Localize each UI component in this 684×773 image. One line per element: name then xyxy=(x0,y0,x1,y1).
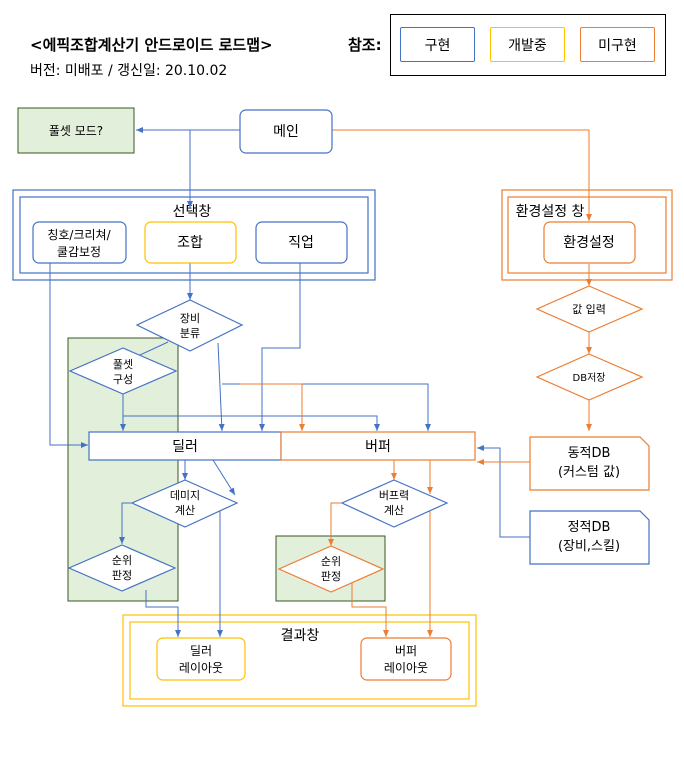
static-db-line2: (장비,스킬) xyxy=(558,539,620,554)
dealer-bar-label: 딜러 xyxy=(172,439,198,455)
db-save-diamond xyxy=(535,353,644,401)
select-window-frame xyxy=(12,189,376,281)
buffer-rank-line2: 판정 xyxy=(321,570,341,583)
buffer-bar xyxy=(280,431,476,461)
fullset-mode-label: 풀셋 모드? xyxy=(49,124,103,138)
legend-in-progress: 개발중 xyxy=(490,27,565,62)
legend-box xyxy=(390,14,666,76)
db-save-label: DB저장 xyxy=(573,372,606,384)
job-label: 직업 xyxy=(288,235,314,251)
page-subtitle: 버전: 미배포 / 갱신일: 20.10.02 xyxy=(30,63,228,79)
damage-calc-line1: 데미지 xyxy=(170,489,200,502)
value-input-label: 값 입력 xyxy=(572,303,606,316)
fullset-compose-line2: 구성 xyxy=(113,373,133,386)
dynamic-db-line1: 동적DB xyxy=(568,446,611,461)
dealer-layout-node xyxy=(156,637,246,681)
static-db-node xyxy=(529,510,650,565)
static-db-line1: 정적DB xyxy=(568,520,611,535)
title-creature-node xyxy=(32,221,127,264)
dealer-rank-line2: 판정 xyxy=(112,569,132,582)
dynamic-db-node xyxy=(529,436,650,491)
buffer-layout-line2: 레이아웃 xyxy=(384,661,428,675)
dynamic-db-line2: (커스텀 값) xyxy=(558,465,620,480)
combo-node xyxy=(144,221,237,264)
combo-label: 조합 xyxy=(177,235,203,251)
page-title: <에픽조합계산기 안드로이드 로드맵> xyxy=(30,36,273,54)
dealer-bar xyxy=(88,431,282,461)
legend-label: 참조: xyxy=(348,36,382,54)
dealer-layout-line1: 딜러 xyxy=(190,644,212,658)
dealer-rank-diamond xyxy=(67,544,177,592)
title-creature-line2: 쿨감보정 xyxy=(57,245,101,259)
equip-class-diamond xyxy=(135,299,244,352)
result-window-title: 결과창 xyxy=(281,628,320,644)
result-window-frame xyxy=(122,614,477,707)
fullset-mode-box xyxy=(17,107,135,154)
buffer-rank-line1: 순위 xyxy=(321,555,341,568)
legend-implemented: 구현 xyxy=(400,27,475,62)
buffer-rank-diamond xyxy=(277,545,385,593)
settings-node xyxy=(543,221,636,264)
main-node xyxy=(239,109,333,154)
equip-class-line2: 분류 xyxy=(180,327,200,340)
buffer-layout-line1: 버퍼 xyxy=(395,644,417,658)
damage-calc-line2: 계산 xyxy=(175,504,195,517)
equip-class-line1: 장비 xyxy=(180,312,200,325)
job-node xyxy=(255,221,348,264)
dealer-rank-line1: 순위 xyxy=(112,554,132,567)
title-creature-line1: 칭호/크리쳐/ xyxy=(47,228,111,242)
legend-not-implemented: 미구현 xyxy=(580,27,655,62)
dealer-layout-line2: 레이아웃 xyxy=(179,661,223,675)
buff-calc-line1: 버프력 xyxy=(379,489,409,502)
fullset-compose-line1: 풀셋 xyxy=(113,358,133,371)
buffer-bar-label: 버퍼 xyxy=(365,439,391,455)
settings-label: 환경설정 xyxy=(563,235,615,251)
fullset-compose-diamond xyxy=(68,347,178,395)
damage-calc-diamond xyxy=(130,479,239,528)
main-label: 메인 xyxy=(273,124,299,140)
value-input-diamond xyxy=(535,285,644,333)
buff-calc-line2: 계산 xyxy=(384,504,404,517)
settings-window-title: 환경설정 창 xyxy=(516,204,585,220)
buff-calc-diamond xyxy=(340,479,449,528)
select-window-title: 선택창 xyxy=(173,204,212,220)
buffer-layout-node xyxy=(360,637,452,681)
